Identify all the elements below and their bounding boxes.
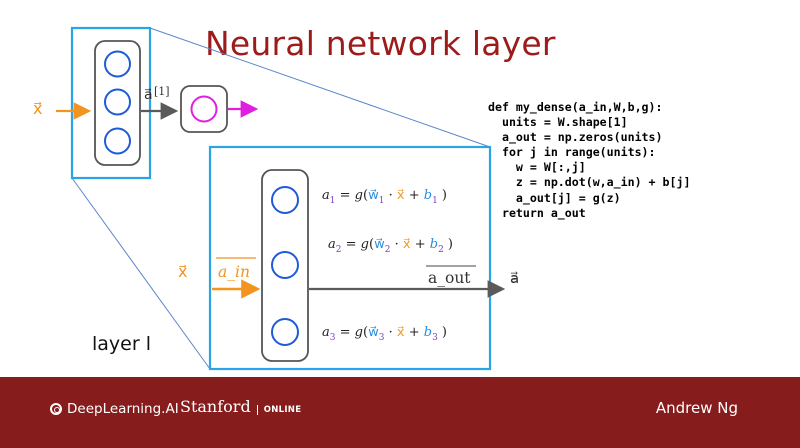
stanford-online-logo: Stanford ONLINE xyxy=(180,397,301,416)
input-x-label: x⃗ xyxy=(33,99,42,118)
output-neuron xyxy=(190,95,218,123)
zoom-neuron-3 xyxy=(271,318,299,346)
layer-label: layer l xyxy=(92,333,151,355)
hidden-neuron-1 xyxy=(104,50,131,78)
hidden-neuron-2 xyxy=(104,88,131,116)
deeplearning-logo-text: DeepLearning.AI xyxy=(67,401,179,417)
code-line: def my_dense(a_in,W,b,g): xyxy=(488,100,663,114)
code-line: z = np.dot(w,a_in) + b[j] xyxy=(488,175,691,190)
author-name: Andrew Ng xyxy=(655,399,738,417)
hidden-output-label: a⃗ xyxy=(144,87,153,103)
code-block: def my_dense(a_in,W,b,g): units = W.shap… xyxy=(488,100,690,221)
zoom-neuron-2 xyxy=(271,251,299,279)
zoom-input-name: a_in xyxy=(218,263,250,281)
zoomed-layer-box xyxy=(208,145,492,371)
zoom-neuron-1 xyxy=(271,186,299,214)
footer-bar: DeepLearning.AI Stanford ONLINE Andrew N… xyxy=(0,377,800,448)
code-line: w = W[:,j] xyxy=(488,160,586,175)
zoom-output-name: a_out xyxy=(428,269,471,287)
zoom-guide-bottom xyxy=(71,177,211,370)
code-line: return a_out xyxy=(488,205,586,220)
output-layer-box xyxy=(180,85,228,133)
neuron-equation: a2 = g(w⃗2 · x⃗ + b2 ) xyxy=(328,237,453,255)
neuron-equation: a1 = g(w⃗1 · x⃗ + b1 ) xyxy=(322,188,447,206)
network-diagram: x⃗ a⃗ [1] x⃗ a_in a_out a⃗ a1 = g( xyxy=(33,26,519,371)
deeplearning-logo-icon xyxy=(50,403,62,415)
code-line: for j in range(units): xyxy=(488,145,656,160)
zoom-layer-box xyxy=(261,169,309,362)
slide-title: Neural network layer xyxy=(205,24,556,63)
code-line: a_out[j] = g(z) xyxy=(488,190,621,205)
code-line: a_out = np.zeros(units) xyxy=(488,130,663,145)
hidden-neuron-3 xyxy=(104,127,131,155)
equations: a1 = g(w⃗1 · x⃗ + b1 ) a2 = g(w⃗2 · x⃗ + … xyxy=(322,188,453,343)
zoom-guide-top xyxy=(149,27,491,148)
hidden-output-superscript: [1] xyxy=(154,85,170,98)
zoom-input-x: x⃗ xyxy=(178,262,187,281)
code-line: units = W.shape[1] xyxy=(488,115,628,130)
deeplearning-logo: DeepLearning.AI xyxy=(50,401,179,417)
neuron-equation: a3 = g(w⃗3 · x⃗ + b3 ) xyxy=(322,325,447,343)
hidden-layer-box xyxy=(94,40,141,166)
online-text: ONLINE xyxy=(256,405,302,415)
stanford-text: Stanford xyxy=(180,397,251,416)
zoom-output-vec: a⃗ xyxy=(510,269,519,287)
layer-highlight-box xyxy=(70,26,152,180)
